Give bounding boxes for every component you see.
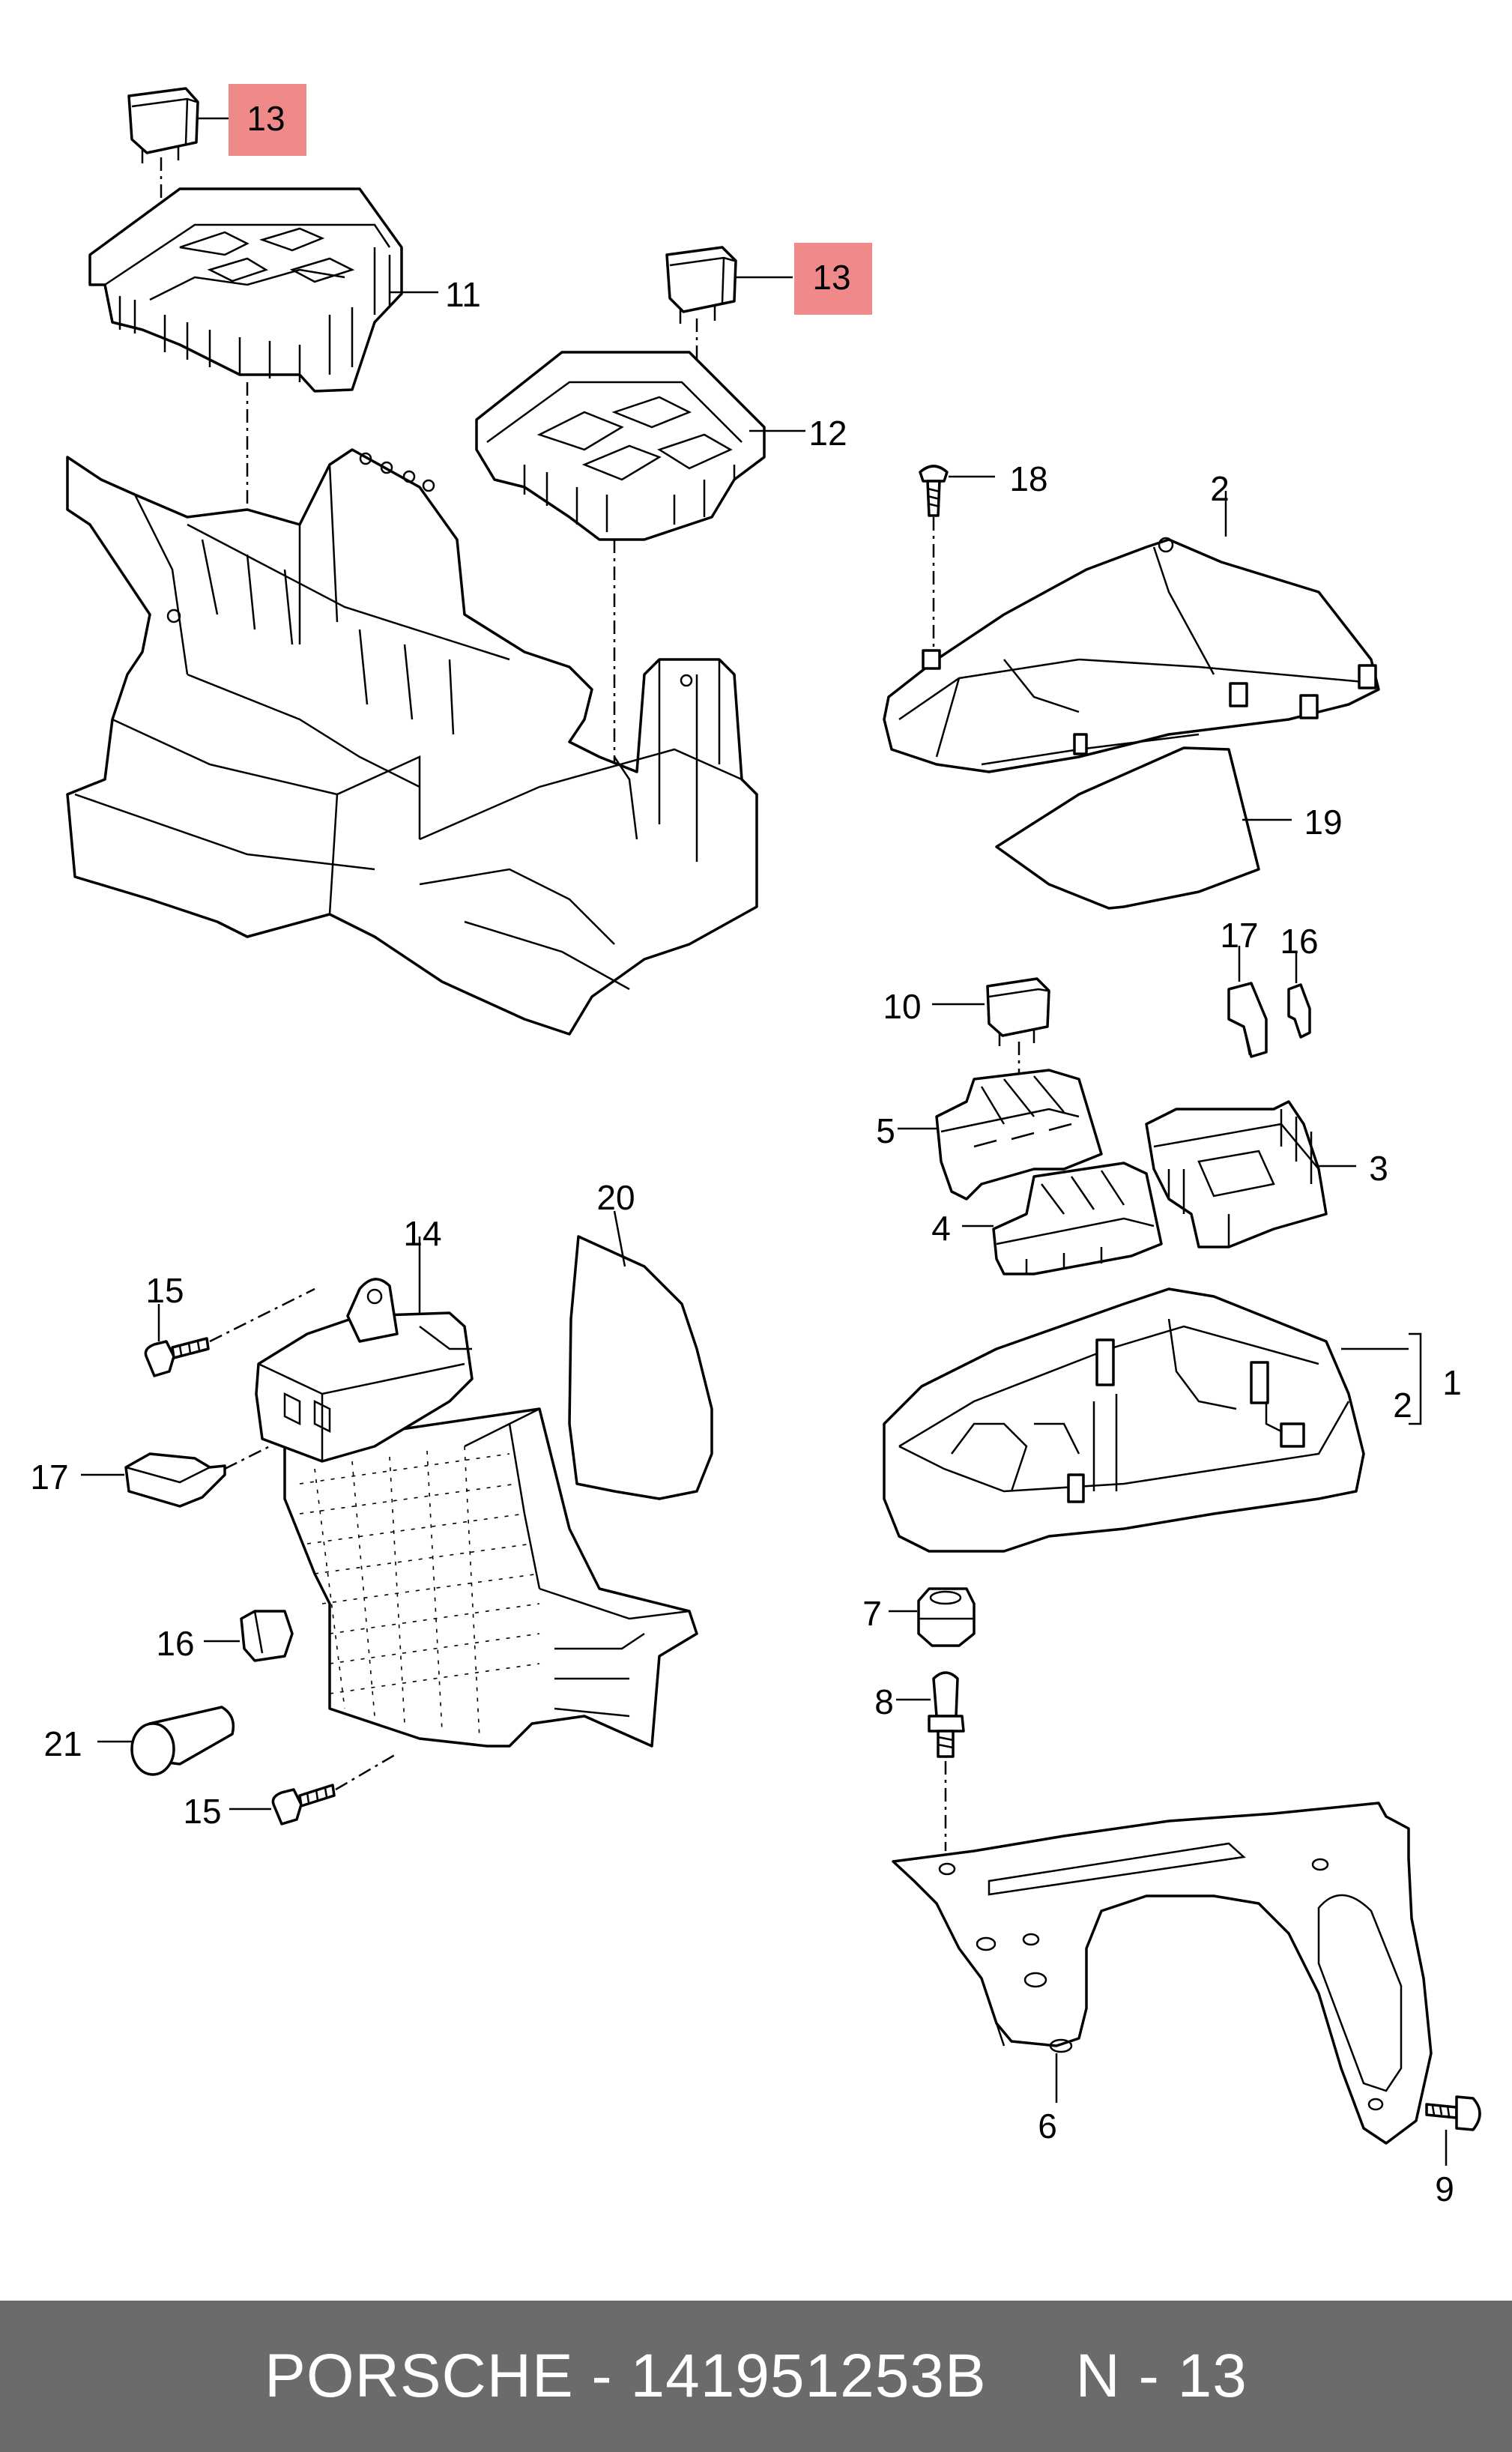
callout-11: 11 [445, 275, 481, 314]
fuse-16-lower [240, 1610, 294, 1662]
callout-7: 7 [862, 1594, 882, 1633]
cap-21 [130, 1706, 235, 1776]
parts-diagram: 1313111218219171610534201415171621151278… [30, 84, 1481, 2208]
relay-13-top-left [127, 87, 199, 163]
fuse-box-housing [66, 448, 758, 1036]
callout-13: 13 [247, 99, 285, 138]
callout-5: 5 [876, 1111, 895, 1150]
footer-bar: PORSCHE - 141951253B N - 13 [0, 2301, 1512, 2452]
relay-13-middle [665, 246, 737, 324]
callout-12: 12 [808, 414, 847, 453]
gasket-19 [995, 746, 1260, 910]
relay-10 [986, 977, 1050, 1046]
fuse-17-lower [124, 1452, 226, 1508]
callout-10: 10 [883, 987, 921, 1026]
callout-14: 14 [403, 1214, 441, 1253]
callout-9: 9 [1435, 2169, 1454, 2208]
callout-21: 21 [43, 1724, 82, 1763]
callout-17: 17 [30, 1458, 68, 1497]
callout-13: 13 [812, 258, 850, 297]
callout-3: 3 [1369, 1149, 1388, 1188]
screw-15-upper [144, 1337, 210, 1377]
fuse-16-top [1287, 983, 1311, 1039]
callout-highlight [229, 84, 306, 156]
callout-1: 1 [1442, 1363, 1462, 1402]
callout-18: 18 [1009, 459, 1047, 498]
callout-20: 20 [596, 1178, 635, 1217]
callout-16: 16 [1280, 922, 1318, 961]
part-number-caption: PORSCHE - 141951253B N - 13 [264, 2342, 1248, 2410]
callout-2: 2 [1210, 469, 1230, 508]
screw-18 [919, 465, 949, 517]
fuse-carrier-5 [935, 1069, 1103, 1201]
fuse-carrier-3 [1145, 1100, 1328, 1248]
callout-15: 15 [145, 1271, 184, 1310]
cover-2 [883, 517, 1380, 773]
relay-box-14 [255, 1278, 698, 1748]
mounting-bracket-6 [892, 1802, 1433, 2145]
callout-2: 2 [1393, 1386, 1412, 1425]
callout-16: 16 [156, 1624, 194, 1663]
lower-housing-1 [883, 1287, 1365, 1553]
callout-6: 6 [1038, 2107, 1057, 2146]
callout-19: 19 [1304, 803, 1342, 842]
callout-highlight [794, 243, 872, 315]
fuse-17-top [1227, 982, 1268, 1058]
callout-8: 8 [874, 1682, 894, 1721]
callout-17: 17 [1220, 916, 1258, 955]
callout-4: 4 [931, 1209, 951, 1248]
screw-9 [1425, 2095, 1481, 2131]
cover-20 [568, 1235, 713, 1500]
screw-15-lower [271, 1784, 336, 1826]
callout-15: 15 [183, 1792, 221, 1831]
fuse-carrier-12 [475, 351, 766, 541]
stud-8 [928, 1671, 965, 1758]
fuse-carrier-4 [992, 1162, 1163, 1275]
fuse-carrier-11 [88, 187, 403, 393]
grommet-7 [917, 1587, 976, 1647]
